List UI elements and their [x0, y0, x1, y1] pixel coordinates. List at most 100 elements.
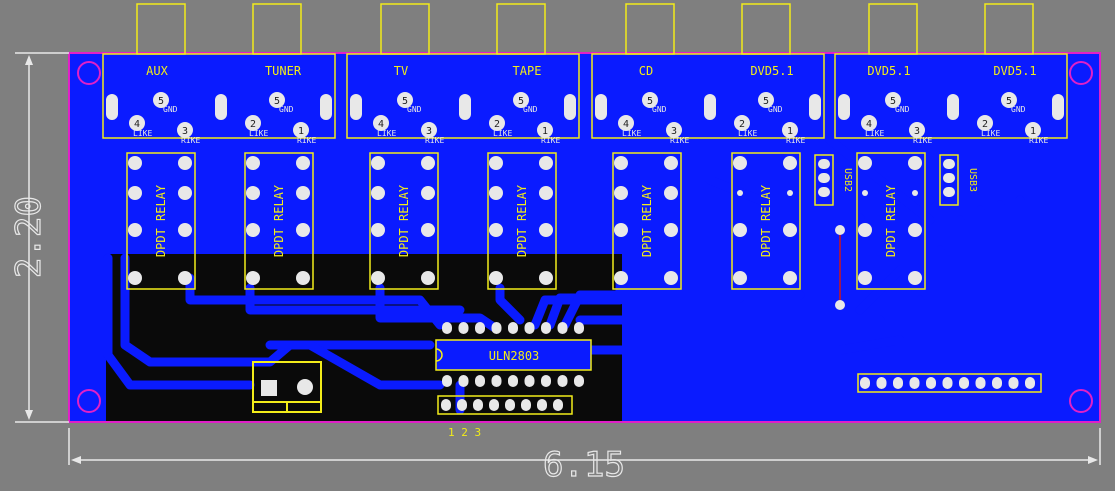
pin-label: LIKE	[738, 129, 757, 138]
pad	[178, 271, 192, 285]
pin-number: 3	[426, 126, 432, 137]
pad	[664, 186, 678, 200]
rca-jack-body	[380, 3, 430, 55]
pin-label: GND	[652, 105, 667, 114]
pad	[947, 94, 959, 120]
pin-number: 1	[1030, 126, 1036, 137]
pad	[557, 375, 568, 387]
dpdt-relay: DPDT RELAY	[856, 152, 926, 290]
height-dimension: 2.20	[9, 196, 49, 278]
pad	[1001, 92, 1017, 108]
pad	[885, 92, 901, 108]
via	[835, 225, 845, 235]
pin-label: LIKE	[377, 129, 396, 138]
pad	[459, 94, 471, 120]
pad	[541, 375, 551, 387]
ic-label: ULN2803	[489, 349, 540, 363]
via	[835, 300, 845, 310]
pin-number: 2	[739, 119, 745, 130]
pad	[818, 159, 830, 169]
pad	[943, 187, 955, 197]
uln2803-ic: ULN2803	[435, 322, 592, 387]
connector-label: AUX	[146, 64, 168, 78]
rca-jack-body	[984, 3, 1034, 55]
pad	[128, 156, 142, 170]
pad	[489, 399, 499, 411]
pad	[975, 377, 986, 389]
relay-label: DPDT RELAY	[397, 184, 411, 257]
usb-label: USB3	[967, 168, 978, 192]
pad	[421, 186, 435, 200]
rca-jack-body	[868, 3, 918, 55]
pad	[783, 156, 797, 170]
pin-number: 1	[542, 126, 548, 137]
pad	[296, 223, 310, 237]
pad	[489, 156, 503, 170]
pad	[858, 156, 872, 170]
pin-label: RIKE	[786, 136, 805, 145]
rca-jack-body	[496, 3, 546, 55]
pin-label: GND	[407, 105, 422, 114]
pad	[508, 375, 518, 387]
pin-number: 5	[890, 96, 896, 107]
pad	[505, 399, 515, 411]
pad	[178, 156, 192, 170]
pad	[296, 271, 310, 285]
pad	[908, 223, 922, 237]
pad	[421, 223, 435, 237]
pad	[177, 122, 193, 138]
pin-label: LIKE	[981, 129, 1000, 138]
pad	[553, 399, 563, 411]
pin-number: 3	[671, 126, 677, 137]
pad	[1008, 377, 1019, 389]
pad	[783, 223, 797, 237]
pin-number: 4	[623, 119, 629, 130]
pin-number: 4	[866, 119, 872, 130]
pad	[537, 122, 553, 138]
pad	[876, 377, 887, 389]
pad	[818, 173, 830, 183]
pad	[908, 271, 922, 285]
pin-label: RIKE	[297, 136, 316, 145]
rca-jack-body	[252, 3, 302, 55]
pad	[942, 377, 953, 389]
pad	[128, 223, 142, 237]
right-header	[857, 373, 1042, 393]
pin-number: 4	[134, 119, 140, 130]
pin-number: 5	[1006, 96, 1012, 107]
pad	[614, 156, 628, 170]
connector-label: CD	[639, 64, 653, 78]
pad	[246, 223, 260, 237]
pin-label: LIKE	[865, 129, 884, 138]
pad	[943, 159, 955, 169]
pad	[908, 156, 922, 170]
pad	[664, 271, 678, 285]
pad	[521, 399, 531, 411]
connector-label: TV	[394, 64, 408, 78]
pad	[909, 122, 925, 138]
pin-number: 5	[274, 96, 280, 107]
pin-number: 4	[378, 119, 384, 130]
pad	[296, 156, 310, 170]
pad	[458, 322, 469, 334]
pad	[473, 399, 483, 411]
usb-header: USB3	[939, 154, 978, 206]
relay-label: DPDT RELAY	[154, 184, 168, 257]
pin-label: GND	[1011, 105, 1026, 114]
pad	[758, 92, 774, 108]
pad	[245, 115, 261, 131]
pad	[861, 115, 877, 131]
pad	[475, 322, 485, 334]
pad	[959, 377, 969, 389]
pad	[128, 186, 142, 200]
pad	[442, 322, 452, 334]
pin-number: 5	[763, 96, 769, 107]
pad	[421, 122, 437, 138]
pad	[1025, 377, 1035, 389]
pad	[489, 271, 503, 285]
pad	[733, 156, 747, 170]
